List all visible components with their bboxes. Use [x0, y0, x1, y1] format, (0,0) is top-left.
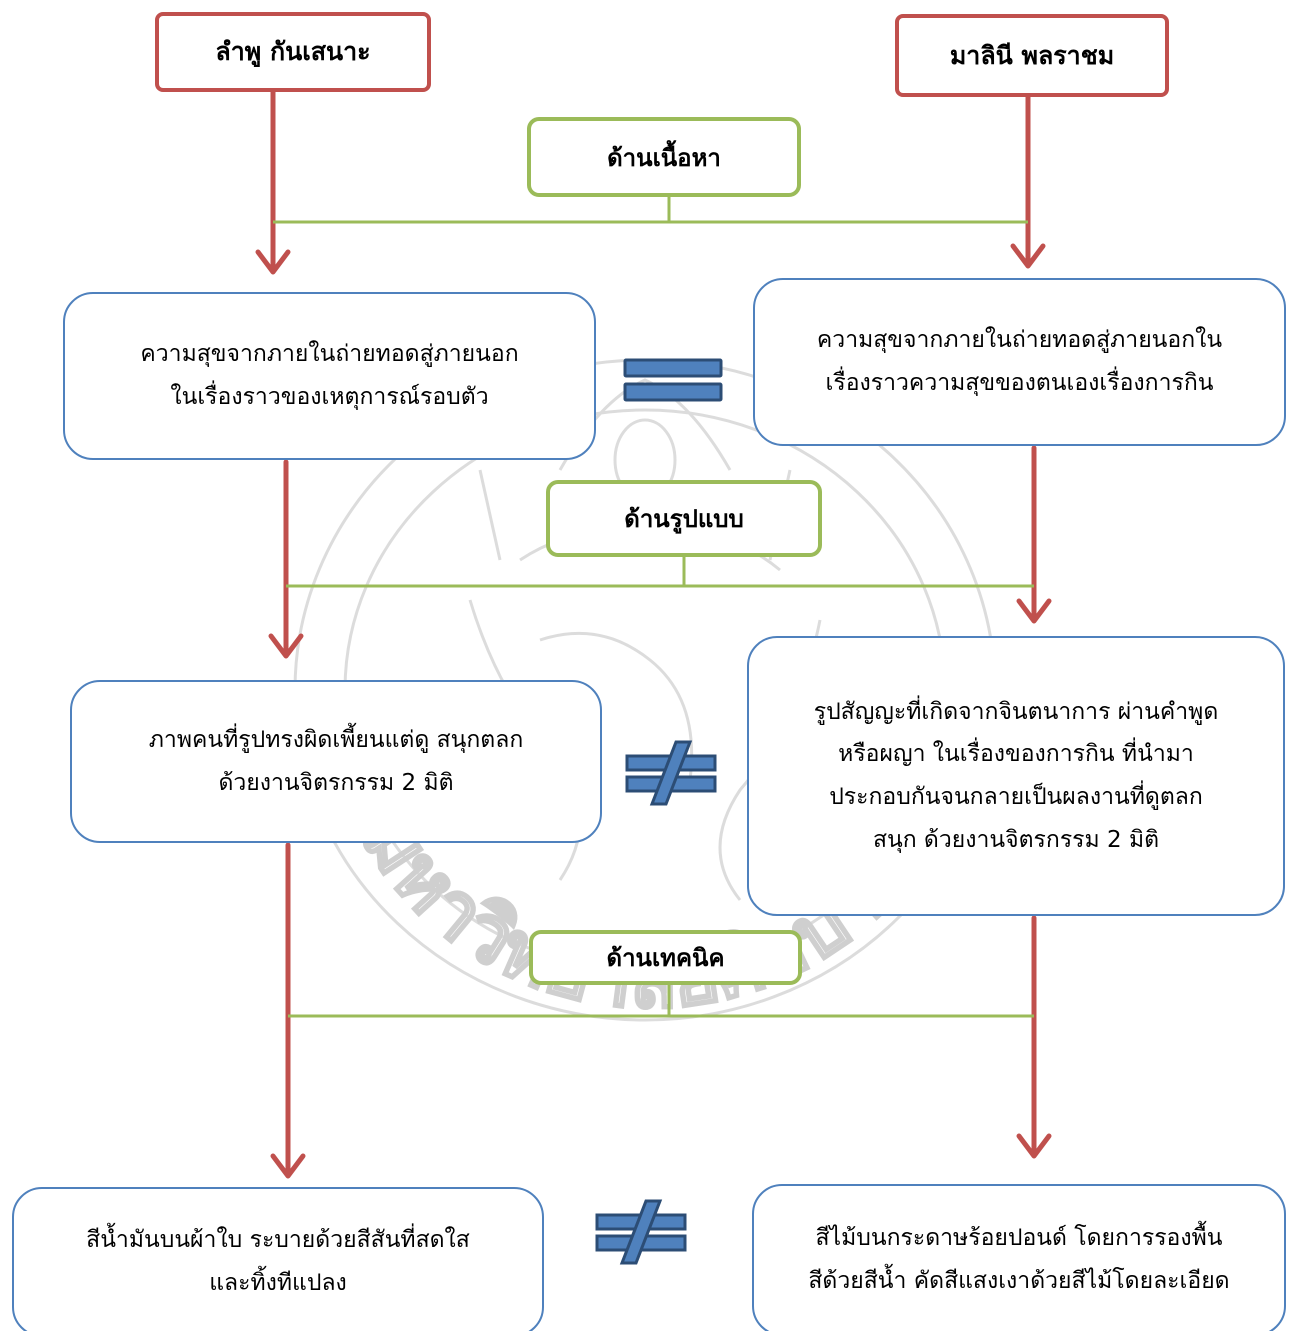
- person-box-left: ลำพู กันเสนาะ: [155, 12, 431, 92]
- desc-box-content-left: ความสุขจากภายในถ่ายทอดสู่ภายนอก ในเรื่อง…: [63, 292, 596, 460]
- desc-line: สีไม้บนกระดาษร้อยปอนด์ โดยการรองพื้น: [815, 1225, 1223, 1252]
- aspect-label-form: ด้านรูปแบบ: [624, 505, 744, 533]
- aspect-label-content: ด้านเนื้อหา: [607, 143, 721, 172]
- desc-line: สนุก ด้วยงานจิตรกรรม 2 มิติ: [872, 826, 1160, 853]
- not-equal-symbol-form: [625, 740, 717, 806]
- desc-line: สีด้วยสีน้ำ คัดสีแสงเงาด้วยสีไม้โดยละเอี…: [808, 1268, 1230, 1294]
- arrow-left-technique-head: [270, 1153, 306, 1179]
- desc-line: สีน้ำมันบนผ้าใบ ระบายด้วยสีสันที่สดใส: [86, 1227, 470, 1254]
- arrow-left-form-head: [268, 633, 304, 659]
- desc-box-technique-right: สีไม้บนกระดาษร้อยปอนด์ โดยการรองพื้น สีด…: [752, 1184, 1286, 1331]
- not-equal-symbol-technique: [595, 1199, 687, 1265]
- desc-box-technique-left: สีน้ำมันบนผ้าใบ ระบายด้วยสีสันที่สดใส แล…: [12, 1187, 544, 1331]
- desc-box-form-left: ภาพคนที่รูปทรงผิดเพี้ยนแต่ดู สนุกตลก ด้ว…: [70, 680, 602, 843]
- desc-line: และทิ้งทีแปลง: [209, 1270, 347, 1296]
- aspect-box-content: ด้านเนื้อหา: [527, 117, 801, 197]
- desc-box-content-right: ความสุขจากภายในถ่ายทอดสู่ภายนอกใน เรื่อง…: [753, 278, 1286, 446]
- desc-line: ความสุขจากภายในถ่ายทอดสู่ภายนอก: [140, 341, 519, 368]
- arrow-left-content-head: [255, 249, 291, 275]
- desc-line: ประกอบกันจนกลายเป็นผลงานที่ดูตลก: [829, 784, 1203, 810]
- desc-box-form-right: รูปสัญญะที่เกิดจากจินตนาการ ผ่านคำพูด หร…: [747, 636, 1285, 916]
- arrow-right-form-head: [1016, 598, 1052, 624]
- desc-line: ด้วยงานจิตรกรรม 2 มิติ: [218, 769, 454, 796]
- desc-line: ในเรื่องราวของเหตุการณ์รอบตัว: [170, 384, 489, 410]
- desc-line: รูปสัญญะที่เกิดจากจินตนาการ ผ่านคำพูด: [813, 698, 1219, 725]
- person-name-left: ลำพู กันเสนาะ: [215, 37, 371, 66]
- arrow-right-technique-head: [1016, 1133, 1052, 1159]
- desc-line: ภาพคนที่รูปทรงผิดเพี้ยนแต่ดู สนุกตลก: [148, 726, 524, 753]
- desc-line: เรื่องราวความสุขของตนเองเรื่องการกิน: [825, 370, 1214, 396]
- desc-line: ความสุขจากภายในถ่ายทอดสู่ภายนอกใน: [816, 327, 1223, 354]
- equal-symbol: [623, 358, 723, 402]
- aspect-box-technique: ด้านเทคนิค: [529, 930, 802, 985]
- person-box-right: มาลินี พลราชม: [895, 14, 1169, 97]
- aspect-box-form: ด้านรูปแบบ: [546, 480, 822, 557]
- desc-line: หรือผญา ในเรื่องของการกิน ที่นำมา: [838, 741, 1194, 768]
- arrow-right-content-head: [1010, 243, 1046, 269]
- person-name-right: มาลินี พลราชม: [949, 40, 1115, 70]
- aspect-label-technique: ด้านเทคนิค: [606, 944, 725, 972]
